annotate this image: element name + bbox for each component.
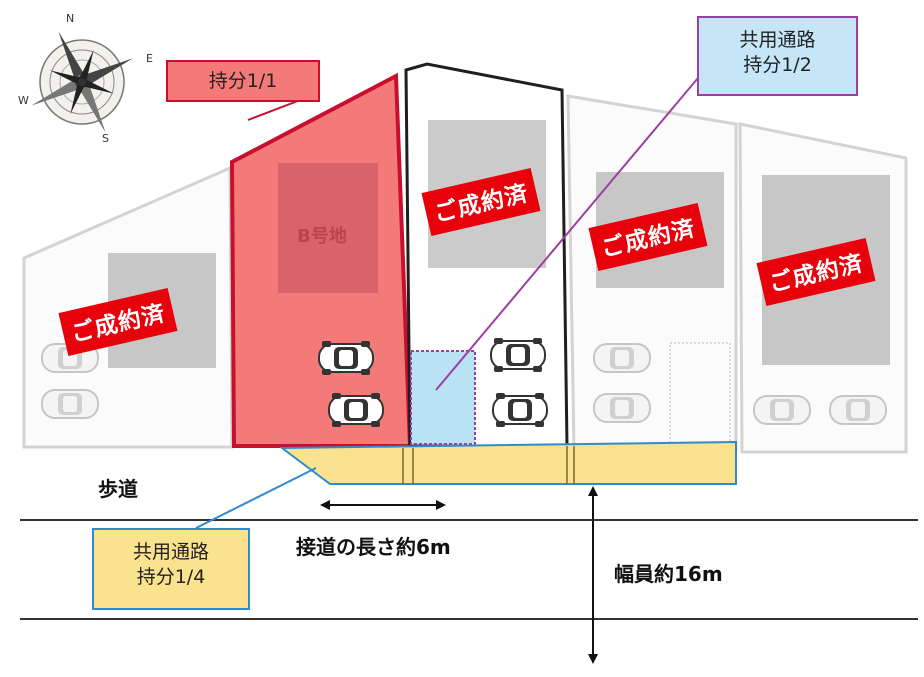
arrowhead-left	[320, 500, 330, 510]
plot-b-label: B号地	[297, 225, 347, 247]
shared-path-quarter-line2: 持分1/4	[136, 565, 206, 588]
shared-path-half-area	[410, 350, 476, 445]
shared-path-quarter-callout: 共用通路 持分1/4	[92, 528, 250, 610]
car-icon	[593, 393, 651, 423]
arrowhead-up	[588, 486, 598, 496]
leader-line-shared-quarter	[195, 467, 317, 529]
car-icon	[753, 395, 811, 425]
shared-path-quarter-area	[279, 440, 737, 485]
leader-line-shared-half	[435, 77, 699, 391]
compass-icon	[31, 31, 133, 133]
plot-b-share-text: 持分1/1	[208, 70, 278, 92]
shared-path-half-callout: 共用通路 持分1/2	[697, 16, 858, 96]
compass-n: N	[66, 12, 74, 25]
car-icon	[593, 343, 651, 373]
car-icon	[829, 395, 887, 425]
compass-w: W	[18, 94, 29, 107]
compass-s: S	[102, 132, 109, 145]
shared-path-quarter-line1: 共用通路	[132, 541, 209, 563]
car-icon	[328, 392, 384, 428]
building-footprint-b	[278, 163, 378, 293]
compass-e: E	[146, 52, 153, 65]
shared-path-half-line1: 共用通路	[739, 29, 816, 51]
arrowhead-down	[588, 654, 598, 664]
car-icon	[492, 392, 548, 428]
shared-path-half-line2: 持分1/2	[743, 53, 812, 76]
car-icon	[41, 389, 99, 419]
plot-b-share-callout: 持分1/1	[166, 60, 320, 102]
frontage-label: 接道の長さ約6m	[296, 535, 451, 559]
road-width-label: 幅員約16m	[614, 562, 723, 586]
car-icon	[490, 337, 546, 373]
arrowhead-right	[436, 500, 446, 510]
sidewalk-label: 歩道	[98, 477, 138, 501]
car-icon	[318, 340, 374, 376]
